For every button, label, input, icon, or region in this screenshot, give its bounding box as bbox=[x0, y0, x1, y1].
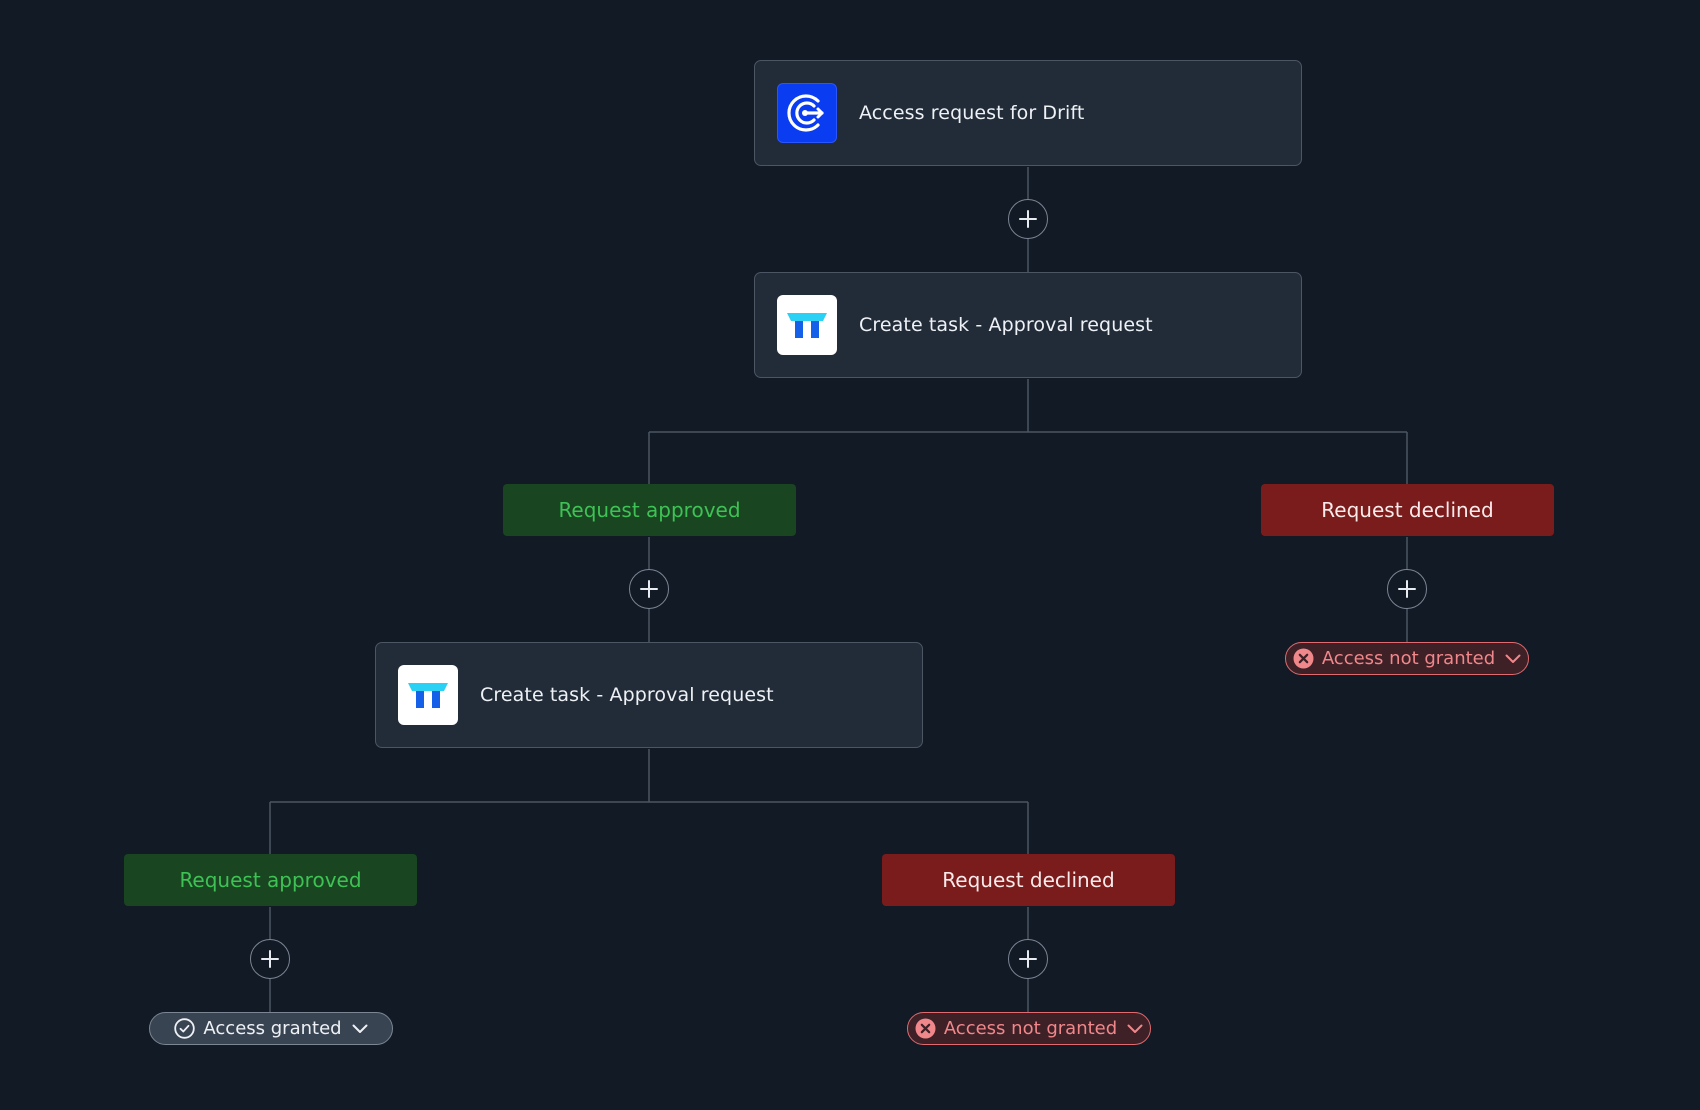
outcome-label: Access granted bbox=[203, 1018, 342, 1039]
branch-request-approved[interactable]: Request approved bbox=[503, 484, 796, 536]
branch-request-approved[interactable]: Request approved bbox=[124, 854, 417, 906]
outcome-access-not-granted[interactable]: Access not granted bbox=[907, 1012, 1151, 1045]
outcome-label: Access not granted bbox=[943, 1018, 1118, 1039]
plus-icon bbox=[1019, 210, 1037, 228]
branch-request-declined[interactable]: Request declined bbox=[1261, 484, 1554, 536]
plus-icon bbox=[640, 580, 658, 598]
add-step-button[interactable] bbox=[629, 569, 669, 609]
plus-icon bbox=[1398, 580, 1416, 598]
chevron-down-icon bbox=[352, 1024, 368, 1034]
outcome-access-not-granted[interactable]: Access not granted bbox=[1285, 642, 1529, 675]
trigger-node-label: Access request for Drift bbox=[859, 102, 1085, 124]
add-step-button[interactable] bbox=[250, 939, 290, 979]
outcome-access-granted[interactable]: Access granted bbox=[149, 1012, 393, 1045]
trigger-node[interactable]: Access request for Drift bbox=[754, 60, 1302, 166]
task-node-approval-1[interactable]: Create task - Approval request bbox=[754, 272, 1302, 378]
tasks-logo-icon bbox=[398, 665, 458, 725]
x-circle-icon bbox=[1293, 648, 1314, 669]
check-circle-icon bbox=[174, 1018, 196, 1039]
drift-logo-icon bbox=[777, 83, 837, 143]
add-step-button[interactable] bbox=[1387, 569, 1427, 609]
outcome-label: Access not granted bbox=[1321, 648, 1496, 669]
add-step-button[interactable] bbox=[1008, 199, 1048, 239]
tasks-logo-icon bbox=[777, 295, 837, 355]
plus-icon bbox=[261, 950, 279, 968]
chevron-down-icon bbox=[1127, 1024, 1143, 1034]
task-node-approval-2[interactable]: Create task - Approval request bbox=[375, 642, 923, 748]
task-node-label: Create task - Approval request bbox=[480, 684, 774, 706]
task-node-label: Create task - Approval request bbox=[859, 314, 1153, 336]
add-step-button[interactable] bbox=[1008, 939, 1048, 979]
x-circle-icon bbox=[915, 1018, 936, 1039]
chevron-down-icon bbox=[1505, 654, 1521, 664]
plus-icon bbox=[1019, 950, 1037, 968]
branch-request-declined[interactable]: Request declined bbox=[882, 854, 1175, 906]
